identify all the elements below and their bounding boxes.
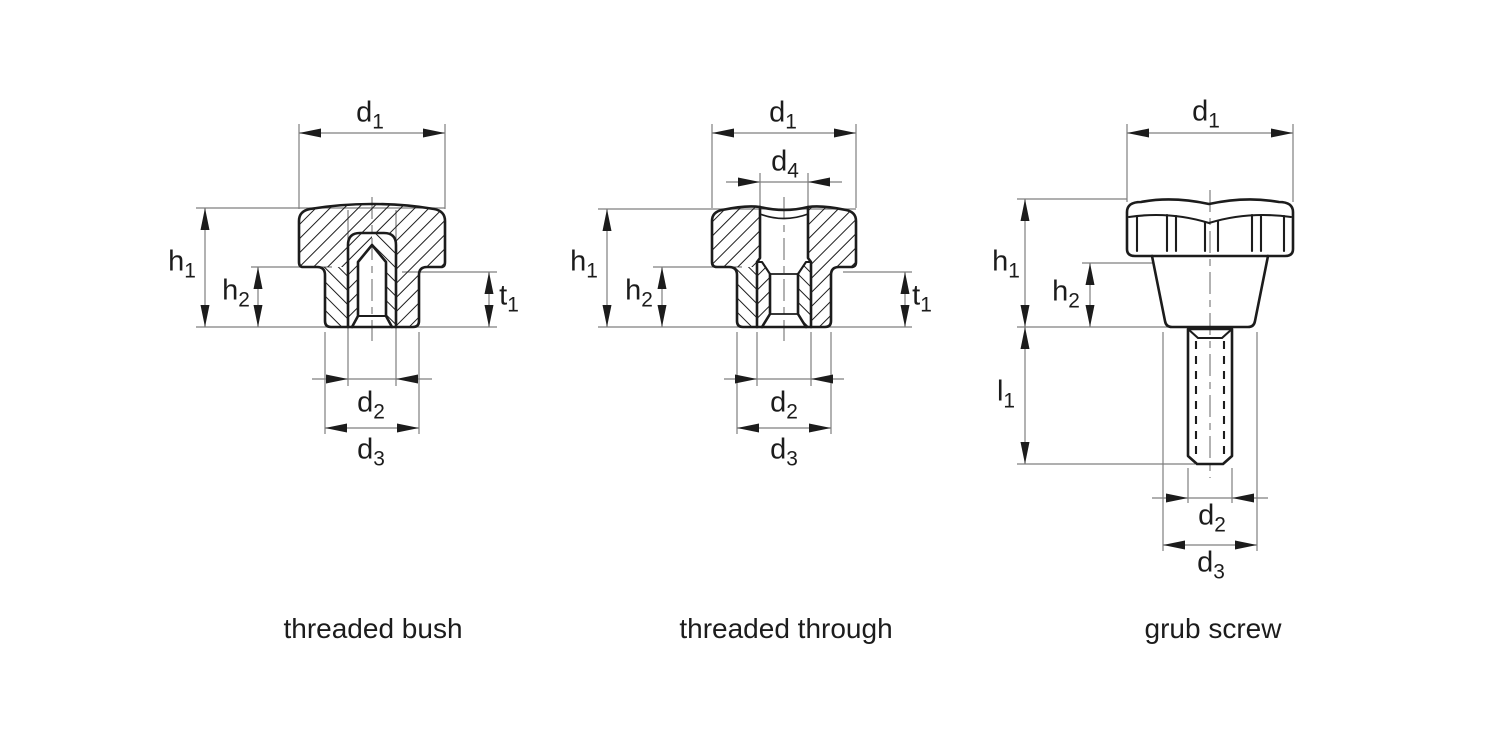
figure-caption-threaded-through: threaded through — [679, 613, 893, 644]
dim-label-d4: d4 — [771, 145, 799, 183]
dim-label-d3: d3 — [770, 433, 798, 471]
figure-threaded-bush — [196, 124, 497, 434]
knob-side-view — [1125, 190, 1295, 478]
knob-section-2 — [710, 205, 858, 329]
dim-label-t1: t1 — [499, 279, 519, 317]
dim-label-d2: d2 — [357, 386, 385, 424]
dim-label-d2: d2 — [1198, 499, 1226, 537]
figure-threaded-through — [598, 124, 912, 434]
arrowheads-1 — [200, 128, 494, 433]
dim-label-d3: d3 — [357, 433, 385, 471]
dim-label-l1: l1 — [996, 375, 1016, 413]
figure-caption-grub-screw: grub screw — [1144, 613, 1282, 644]
arrowheads-2 — [602, 128, 910, 433]
dim-label-d3: d3 — [1197, 546, 1225, 584]
dim-label-d1: d1 — [1192, 95, 1220, 133]
dim-label-d1: d1 — [356, 96, 384, 134]
arrowheads-3 — [1020, 128, 1293, 550]
dim-label-h2: h2 — [1052, 275, 1080, 313]
figure-caption-threaded-bush: threaded bush — [283, 613, 463, 644]
dim-label-d1: d1 — [769, 96, 797, 134]
knob-rib-lines — [1135, 213, 1286, 253]
dim-label-h1: h1 — [168, 245, 196, 283]
figure-grub-screw — [1017, 124, 1295, 551]
dim-label-h2: h2 — [625, 274, 653, 312]
dim-label-h1: h1 — [992, 245, 1020, 283]
dim-label-h2: h2 — [222, 274, 250, 312]
knob-section-1 — [297, 202, 447, 329]
dim-label-h1: h1 — [570, 245, 598, 283]
dim-label-t1: t1 — [912, 279, 932, 317]
dim-label-d2: d2 — [770, 386, 798, 424]
dimension-lines-3 — [1017, 124, 1294, 551]
